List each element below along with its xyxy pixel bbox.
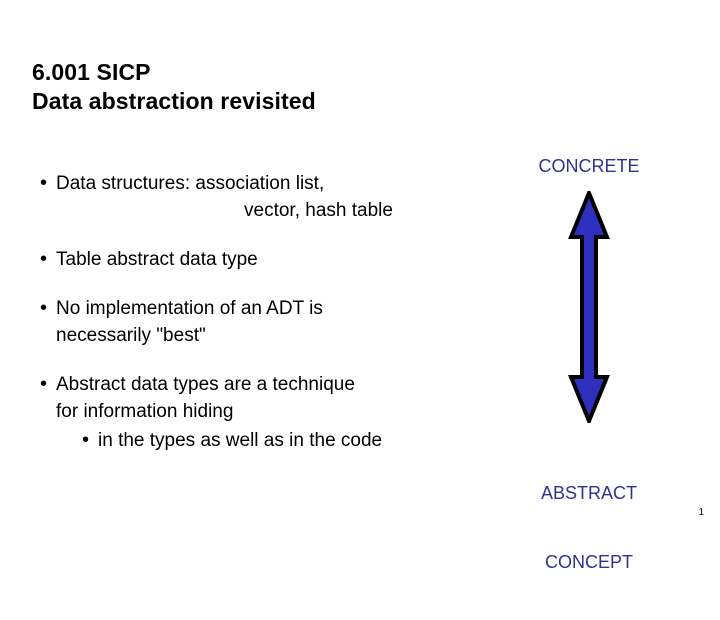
diagram-bottom-label: ABSTRACT CONCEPT <box>486 436 692 620</box>
concrete-abstract-diagram: CONCRETE ABSTRACT CONCEPT <box>486 155 692 572</box>
sub-list-item: • in the types as well as in the code <box>40 427 480 454</box>
title-line-2: Data abstraction revisited <box>32 88 316 114</box>
title-line-1: 6.001 SICP <box>32 59 151 85</box>
diagram-bottom-label-line-1: ABSTRACT <box>540 483 637 503</box>
bullet-dot-icon: • <box>40 373 48 395</box>
bullet-dot-icon: • <box>40 248 48 270</box>
page-title: 6.001 SICP Data abstraction revisited <box>32 58 572 116</box>
slide-canvas: 6.001 SICP Data abstraction revisited • … <box>32 58 704 572</box>
list-item: • No implementation of an ADT is necessa… <box>40 295 480 349</box>
diagram-top-label: CONCRETE <box>538 156 640 176</box>
bullet-wrap-text: for information hiding <box>56 401 234 422</box>
sub-bullet-text: in the types as well as in the code <box>98 430 383 451</box>
list-item: • Table abstract data type <box>40 246 480 273</box>
diagram-bottom-label-line-2: CONCEPT <box>544 552 633 572</box>
bullet-list: • Data structures: association list, vec… <box>40 170 480 476</box>
bullet-dot-icon: • <box>40 172 48 194</box>
double-headed-vertical-arrow-icon <box>486 191 692 423</box>
bullet-continuation-text: vector, hash table <box>244 200 393 221</box>
page-number: 1 <box>698 507 704 518</box>
bullet-text: Abstract data types are a technique <box>56 374 355 395</box>
bullet-dot-icon: • <box>40 297 48 319</box>
sub-bullet-dot-icon: • <box>82 429 90 451</box>
bullet-text: No implementation of an ADT is <box>56 298 323 319</box>
bullet-text: Data structures: association list, <box>56 173 325 194</box>
bullet-text: Table abstract data type <box>56 249 258 270</box>
bullet-wrap-text: necessarily "best" <box>56 325 206 346</box>
list-item: • Data structures: association list, vec… <box>40 170 480 224</box>
list-item: • Abstract data types are a technique fo… <box>40 371 480 454</box>
